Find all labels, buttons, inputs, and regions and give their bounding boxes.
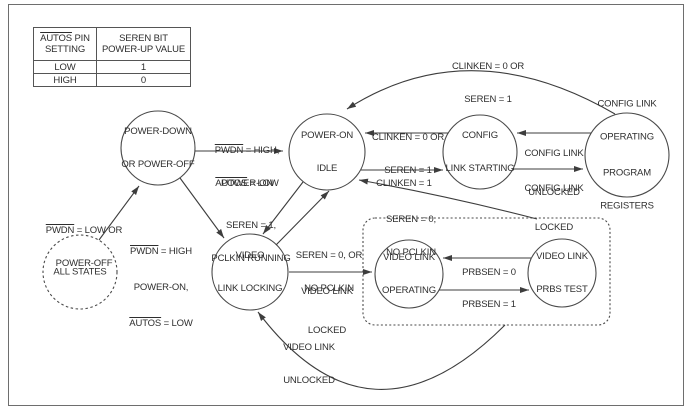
diagram-border	[8, 4, 684, 406]
transition-label-pwdn-high-to-locking: PWDN = HIGH POWER-ON, AUTOS = LOW	[129, 246, 193, 329]
table-cell-value: 0	[96, 73, 191, 87]
table-row: LOW 1	[33, 60, 191, 74]
transition-label-clinken0-top-arc: CLINKEN = 0 OR SEREN = 1	[451, 61, 525, 105]
transition-label-seren0-or: SEREN = 0, OR NO PCLKIN	[295, 250, 363, 294]
arrow-idle-to-locking	[262, 181, 304, 235]
transition-label-prbsen1: PRBSEN = 1	[462, 299, 516, 310]
seren-powerup-table: AUTOS PIN SETTING SEREN BIT POWER-UP VAL…	[33, 27, 191, 87]
state-label-video-link-prbs: VIDEO LINK PRBS TEST	[536, 251, 588, 295]
transition-label-pwdn-low: PWDN = LOW OR POWER-OFF	[45, 225, 123, 269]
transition-label-clinken0-mid: CLINKEN = 0 OR SEREN = 1	[371, 132, 445, 176]
transition-label-video-locked: VIDEO LINK LOCKED	[301, 286, 353, 336]
arrow-videogroup-to-locking-bottom-arc	[257, 311, 506, 390]
transition-label-autos-low: AUTOS = LOW	[215, 178, 279, 189]
table-header-autos-pin: AUTOS PIN SETTING	[33, 27, 97, 61]
arrow-power-down-to-locking	[179, 177, 225, 239]
transition-label-pwdn-high-to-idle: PWDN = HIGH, POWER-ON	[214, 145, 280, 189]
table-header-seren-bit: SEREN BIT POWER-UP VALUE	[96, 27, 191, 61]
arrow-operating-to-idle-top-arc	[346, 70, 616, 115]
autos-overline-text: AUTOS	[40, 33, 72, 44]
state-circle-video-link-operating	[374, 239, 444, 309]
transition-label-seren1: SEREN = 1, PCLKIN RUNNING	[211, 220, 291, 264]
state-label-video-link-locking: VIDEO LINK LOCKING	[217, 250, 283, 294]
transition-label-prbsen0: PRBSEN = 0	[462, 267, 516, 278]
state-circle-config-link-operating	[584, 112, 670, 198]
table-cell-setting: HIGH	[33, 73, 97, 87]
state-circle-all-states	[42, 234, 118, 310]
table-cell-setting: LOW	[33, 60, 97, 74]
state-circle-video-link-prbs	[527, 238, 597, 308]
state-label-power-on-idle: POWER-ON IDLE	[300, 130, 354, 174]
transition-label-config-unlocked: CONFIG LINK UNLOCKED	[524, 148, 584, 198]
state-circle-power-down	[120, 110, 196, 186]
arrow-all-states-to-power-down	[98, 185, 140, 241]
state-label-all-states: ALL STATES	[53, 266, 107, 278]
state-circle-video-link-locking	[211, 233, 289, 311]
state-circle-power-on-idle	[288, 113, 366, 191]
state-label-config-link-starting: CONFIG LINK STARTING	[445, 130, 515, 174]
arrow-locking-to-idle	[275, 190, 330, 246]
table-cell-value: 1	[96, 60, 191, 74]
transition-label-clinken1: CLINKEN = 1	[376, 178, 432, 189]
state-circle-config-link-starting	[442, 114, 518, 190]
transition-label-video-unlocked: VIDEO LINK UNLOCKED	[283, 342, 335, 386]
state-label-power-down: POWER-DOWN OR POWER-OFF	[121, 126, 195, 170]
transition-label-seren0-curve: SEREN = 0, NO PCLKIN	[386, 214, 436, 258]
state-label-config-link-operating: CONFIG LINK OPERATING PROGRAM REGISTERS	[597, 98, 657, 212]
state-label-video-link-operating: VIDEO LINK OPERATING	[382, 252, 436, 296]
arrow-videogroup-to-idle-curve	[358, 178, 538, 220]
table-row: HIGH 0	[33, 73, 191, 87]
transition-label-config-locked: CONFIG LINK LOCKED	[524, 183, 584, 233]
